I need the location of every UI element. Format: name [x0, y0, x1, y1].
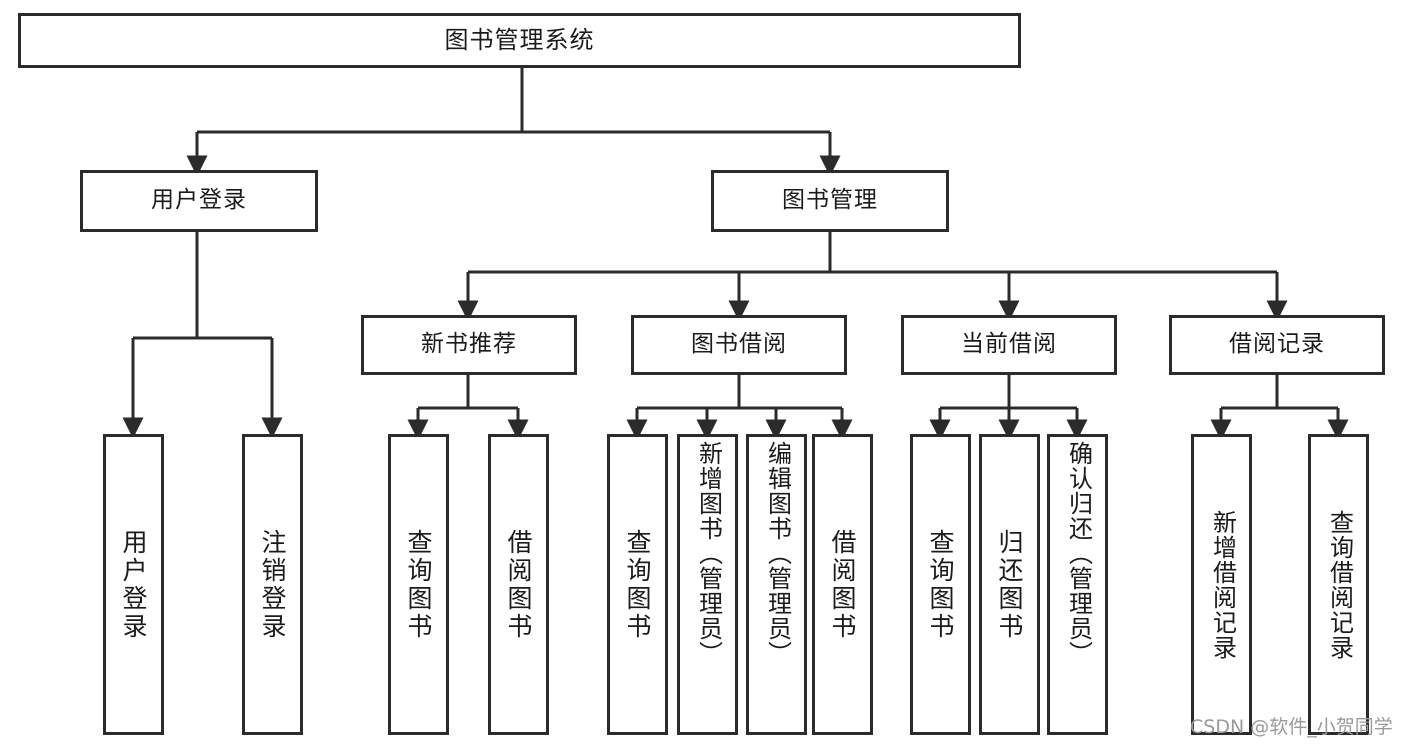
node-label: 归还图书 [995, 528, 1024, 641]
leaf-borrow-record-add-record[interactable]: 新增借阅记录 [1191, 434, 1252, 735]
node-root-book-management-system[interactable]: 图书管理系统 [18, 13, 1021, 68]
leaf-current-borrow-confirm-return-admin[interactable]: 确认归还（管理员） [1047, 434, 1108, 735]
node-label: 图书借阅 [691, 331, 787, 358]
node-label: 借阅记录 [1229, 331, 1325, 358]
leaf-text-container: 归还图书 [982, 437, 1037, 732]
node-label: 确认归还（管理员） [1064, 441, 1093, 666]
node-label: 借阅图书 [828, 528, 857, 641]
node-user-login[interactable]: 用户登录 [80, 170, 318, 232]
leaf-text-container: 查询借阅记录 [1311, 437, 1366, 732]
node-label: 当前借阅 [961, 331, 1057, 358]
leaf-text-container: 查询图书 [391, 437, 446, 732]
leaf-new-book-query-books[interactable]: 查询图书 [388, 434, 449, 735]
leaf-book-borrow-query-books[interactable]: 查询图书 [607, 434, 668, 735]
leaf-text-container: 新增借阅记录 [1194, 437, 1249, 732]
leaf-text-container: 查询图书 [913, 437, 968, 732]
leaf-text-container: 新增图书（管理员） [680, 437, 735, 732]
leaf-text-container: 借阅图书 [815, 437, 870, 732]
node-label: 用户登录 [119, 528, 148, 641]
leaf-text-container: 确认归还（管理员） [1050, 437, 1105, 732]
node-label: 编辑图书（管理员） [763, 441, 792, 666]
node-new-book-recommendation[interactable]: 新书推荐 [361, 315, 577, 375]
node-current-borrowing[interactable]: 当前借阅 [901, 315, 1117, 375]
node-book-management[interactable]: 图书管理 [711, 170, 949, 232]
leaf-text-container: 用户登录 [106, 437, 161, 732]
leaf-text-container: 编辑图书（管理员） [749, 437, 804, 732]
node-label: 注销登录 [258, 528, 287, 641]
node-label: 新增借阅记录 [1208, 509, 1237, 660]
leaf-user-login-logout[interactable]: 注销登录 [242, 434, 303, 735]
node-label: 借阅图书 [504, 528, 533, 641]
node-borrowing-records[interactable]: 借阅记录 [1169, 315, 1385, 375]
node-label: 查询借阅记录 [1325, 509, 1354, 660]
node-label: 图书管理 [782, 187, 878, 214]
leaf-book-borrow-add-book-admin[interactable]: 新增图书（管理员） [677, 434, 738, 735]
leaf-book-borrow-edit-book-admin[interactable]: 编辑图书（管理员） [746, 434, 807, 735]
node-label: 图书管理系统 [444, 26, 595, 55]
node-book-borrowing[interactable]: 图书借阅 [631, 315, 847, 375]
node-label: 用户登录 [151, 187, 247, 214]
leaf-text-container: 注销登录 [245, 437, 300, 732]
watermark-text: CSDN @软件_小贺同学 [1190, 716, 1393, 738]
leaf-current-borrow-query-books[interactable]: 查询图书 [910, 434, 971, 735]
leaf-borrow-record-query-record[interactable]: 查询借阅记录 [1308, 434, 1369, 735]
node-label: 新增图书（管理员） [694, 441, 723, 666]
leaf-book-borrow-borrow-books[interactable]: 借阅图书 [812, 434, 873, 735]
leaf-text-container: 借阅图书 [491, 437, 546, 732]
leaf-current-borrow-return-books[interactable]: 归还图书 [979, 434, 1040, 735]
leaf-user-login-login[interactable]: 用户登录 [103, 434, 164, 735]
leaf-text-container: 查询图书 [610, 437, 665, 732]
node-label: 查询图书 [926, 528, 955, 641]
leaf-new-book-borrow-books[interactable]: 借阅图书 [488, 434, 549, 735]
node-label: 查询图书 [404, 528, 433, 641]
node-label: 查询图书 [623, 528, 652, 641]
node-label: 新书推荐 [421, 331, 517, 358]
